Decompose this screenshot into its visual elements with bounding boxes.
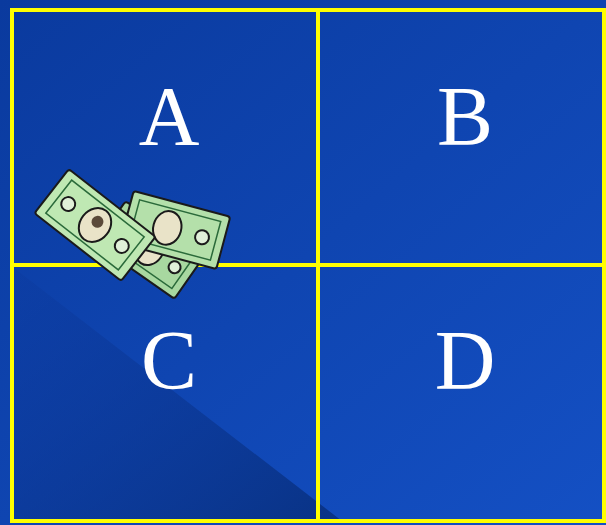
yellow-grid: [12, 10, 604, 521]
diagonal-shadow: [14, 268, 342, 521]
cell-letter: B: [320, 75, 606, 159]
grid-cell: D: [320, 267, 606, 519]
grid-cell: A: [14, 12, 324, 263]
grid-cell: B: [320, 12, 606, 263]
cell-letter: A: [14, 75, 324, 159]
cell-letter: C: [14, 319, 324, 403]
grid-cell: C: [14, 267, 324, 519]
money-clipart: [34, 169, 230, 299]
cell-letter: D: [320, 319, 606, 403]
